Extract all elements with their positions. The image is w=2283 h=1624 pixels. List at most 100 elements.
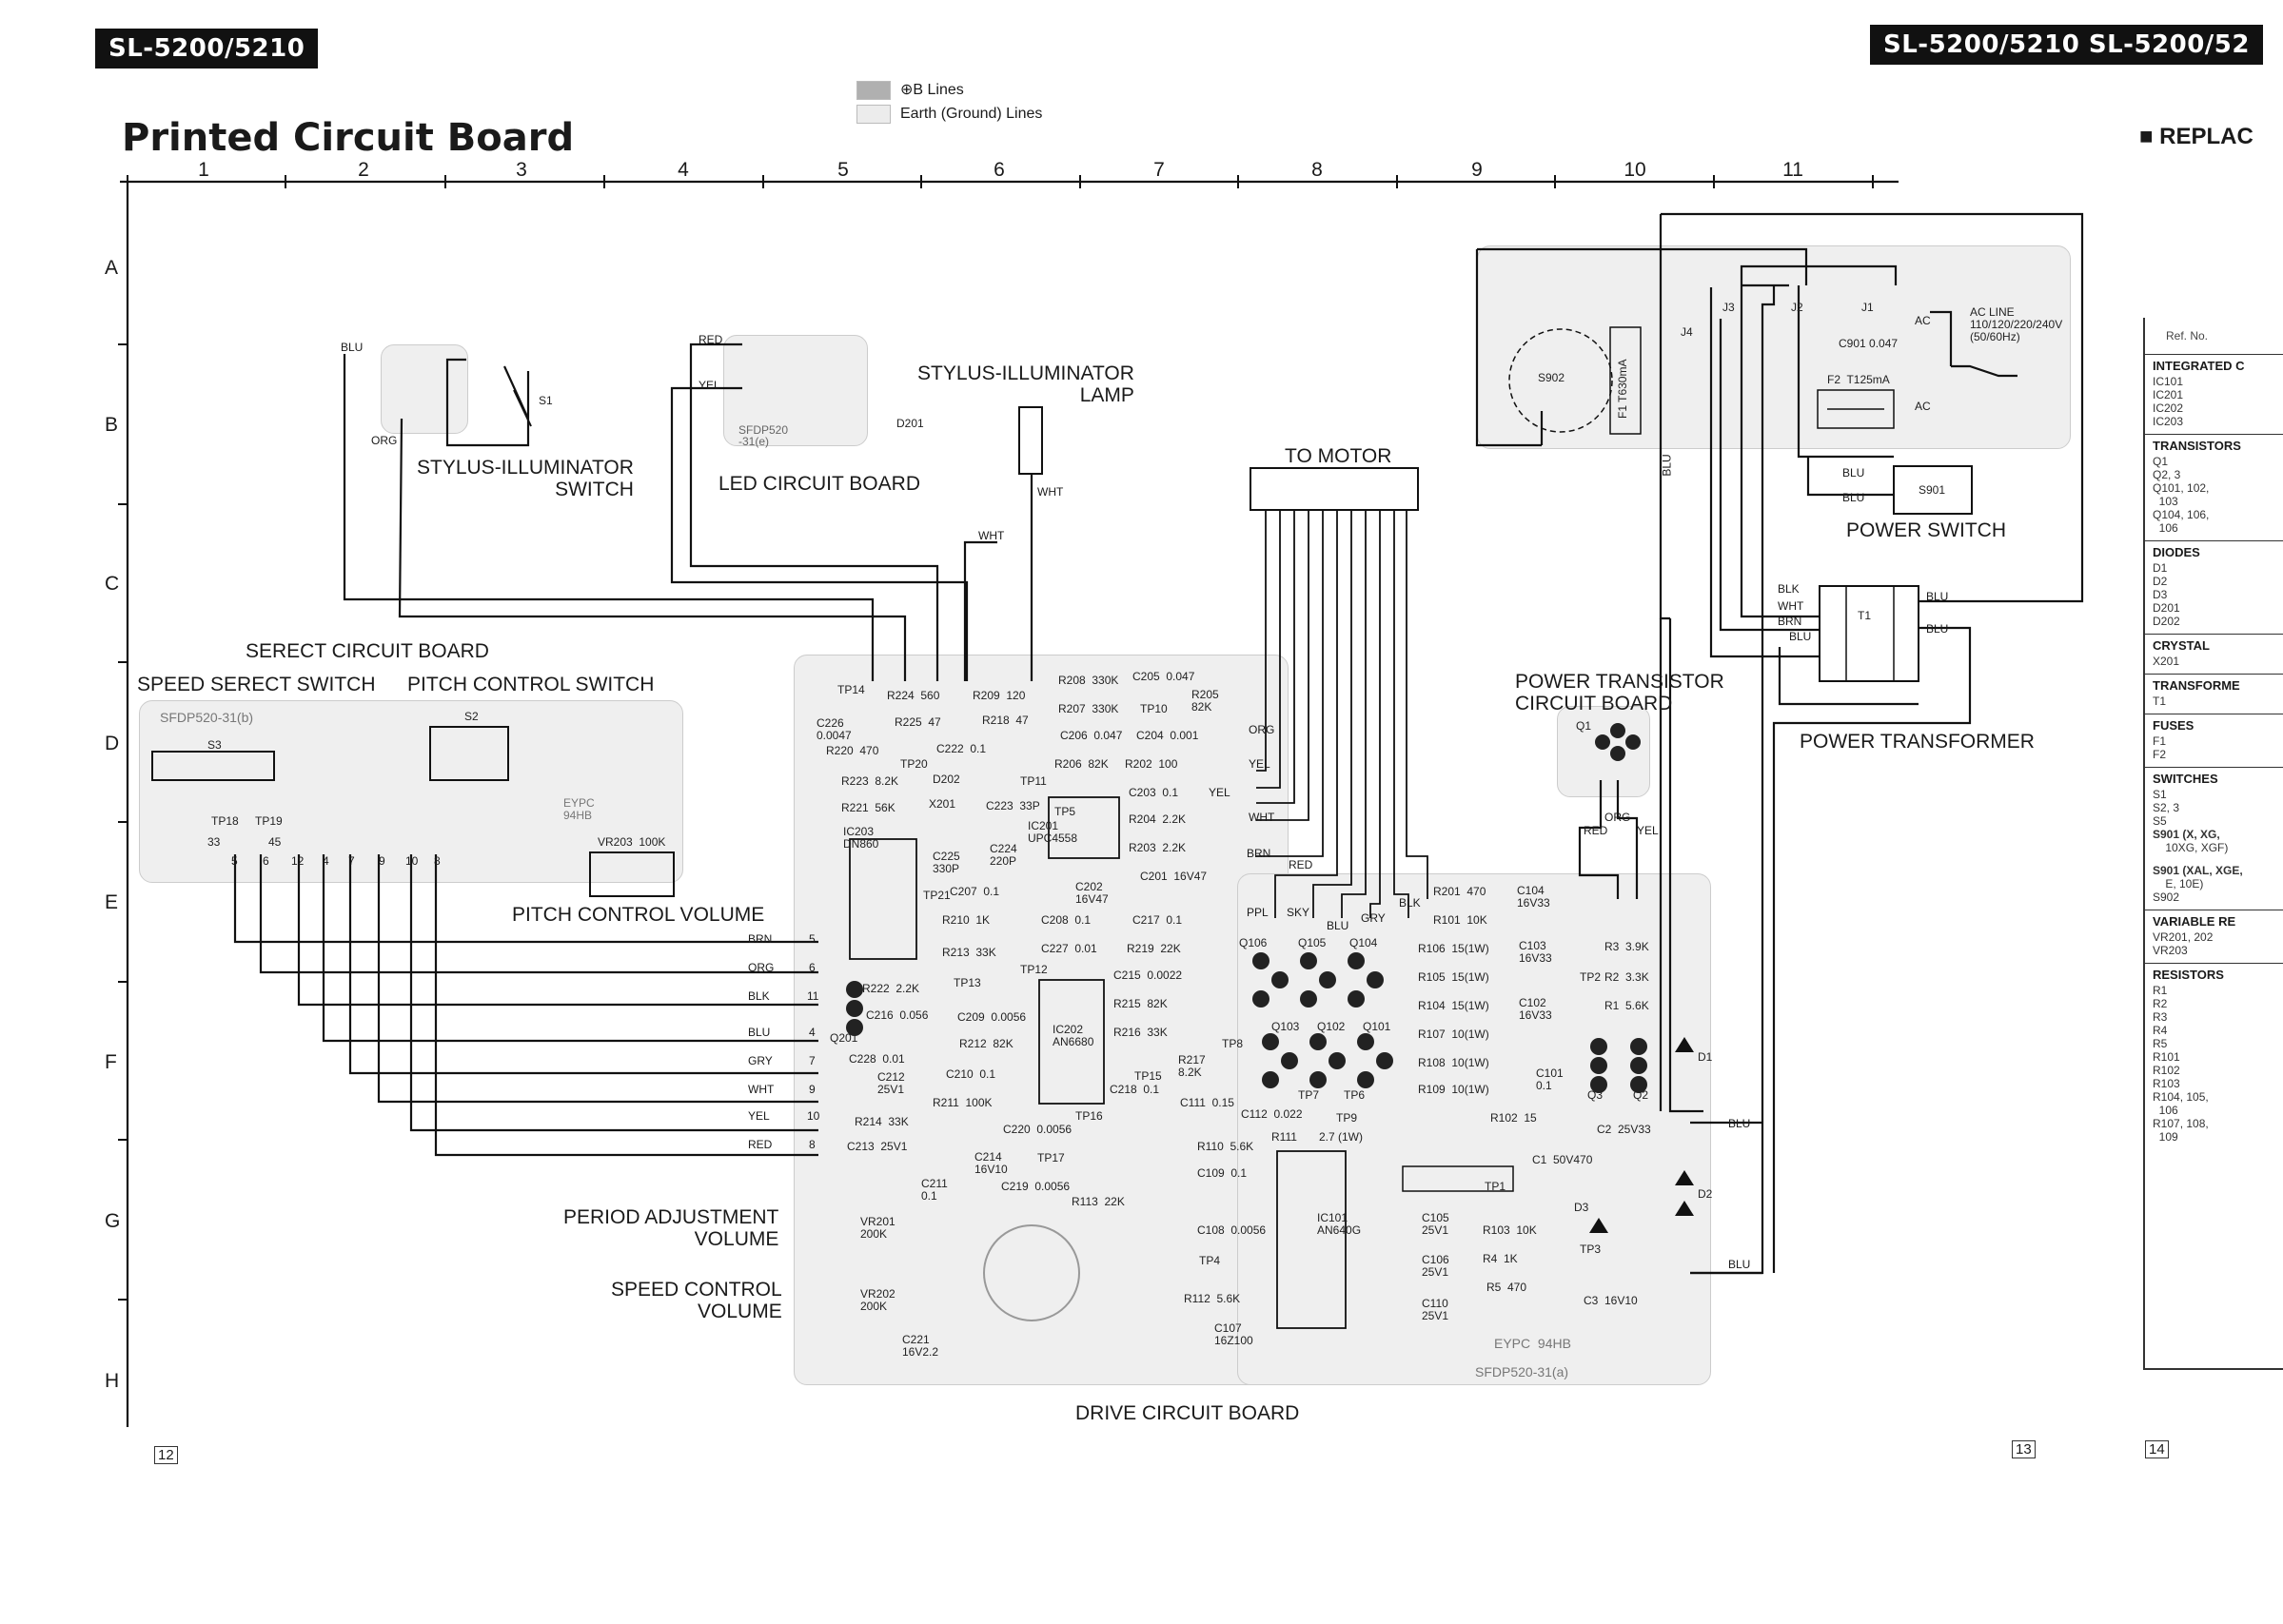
comp-c110: C110 25V1 (1422, 1297, 1449, 1322)
label-pitch-control-switch: PITCH CONTROL SWITCH (407, 674, 655, 695)
label-power-transistor-board-text: POWER TRANSISTOR CIRCUIT BOARD (1515, 671, 1724, 715)
legend-earth-lines: Earth (Ground) Lines (856, 102, 1042, 126)
power-wire-blu-5: BLU (1926, 622, 1949, 636)
label-speed-serect-switch: SPEED SERECT SWITCH (137, 674, 376, 695)
comp-r225: R225 47 (895, 715, 941, 729)
power-wire-blu-vertical: BLU (1660, 454, 1674, 477)
page-number-left: 12 (154, 1446, 178, 1464)
silk-led-board: SFDP520 -31(e) (738, 423, 789, 448)
comp-ic202: IC202 AN6680 (1053, 1023, 1094, 1048)
comp-r222: R222 2.2K (862, 982, 920, 995)
power-switch-board (1477, 245, 2071, 449)
comp-c207: C207 0.1 (950, 885, 1000, 898)
parts-entry: F1 (2153, 734, 2167, 748)
comp-c215: C215 0.0022 (1113, 969, 1183, 982)
comp-r108: R108 10(1W) (1418, 1056, 1489, 1069)
motor-wire-yel-2: YEL (1209, 786, 1230, 799)
comp-tp1: TP1 (1485, 1180, 1506, 1193)
comp-j3: J3 (1722, 301, 1735, 314)
comp-c2: C2 25V33 (1597, 1123, 1651, 1136)
comp-tp12: TP12 (1020, 963, 1048, 976)
parts-cat-title: RESISTORS (2145, 963, 2283, 984)
parts-entry: 106 (2153, 521, 2178, 535)
page-number-right: 14 (2145, 1440, 2169, 1458)
col-label-7: 7 (1153, 159, 1165, 181)
comp-tp8: TP8 (1222, 1037, 1244, 1050)
parts-entry: D3 (2153, 588, 2168, 601)
comp-f1: F1 T630mA (1616, 359, 1629, 419)
comp-q201: Q201 (830, 1031, 858, 1045)
parts-cat-crystal: CRYSTAL X201 (2145, 634, 2283, 668)
parts-list-table: Ref. No. INTEGRATED C IC101 IC201 IC202 … (2143, 318, 2283, 1370)
comp-tp2: TP2 (1580, 970, 1602, 984)
col-label-9: 9 (1471, 159, 1483, 181)
col-label-6: 6 (994, 159, 1005, 181)
parts-cat-title: VARIABLE RE (2145, 910, 2283, 930)
comp-r104: R104 15(1W) (1418, 999, 1489, 1012)
comp-c204: C204 0.001 (1136, 729, 1199, 742)
wire-pin-6: 6 (809, 961, 816, 974)
power-wire-brn: BRN (1778, 615, 1802, 628)
ac-terminal-1: AC (1915, 314, 1931, 327)
comp-c213: C213 25V1 (847, 1140, 908, 1153)
comp-c220: C220 0.0056 (1003, 1123, 1073, 1136)
comp-c901: C901 0.047 (1839, 337, 1899, 350)
parts-cat-resistors: RESISTORS R1 R2 R3 R4 R5 R101 R102 R103 … (2145, 963, 2283, 1144)
comp-c3: C3 16V10 (1584, 1294, 1638, 1307)
comp-c205: C205 0.047 (1132, 670, 1195, 683)
row-label-g: G (105, 1210, 121, 1232)
page-number-middle: 13 (2012, 1440, 2036, 1458)
comp-c112: C112 0.022 (1241, 1107, 1303, 1121)
parts-entry: Q2, 3 (2153, 468, 2181, 481)
comp-c224: C224 220P (990, 842, 1017, 868)
parts-entry: R103 (2153, 1077, 2180, 1090)
comp-q106: Q106 (1239, 936, 1268, 949)
motor-wire-ppl: PPL (1247, 906, 1269, 919)
motor-wire-wht: WHT (1249, 811, 1275, 824)
row-label-a: A (105, 257, 119, 279)
comp-q2: Q2 (1633, 1088, 1649, 1102)
comp-s902: S902 (1538, 371, 1565, 384)
comp-tp15: TP15 (1134, 1069, 1162, 1083)
comp-c1: C1 50V470 (1532, 1153, 1593, 1166)
comp-d1: D1 (1698, 1050, 1713, 1064)
comp-r201: R201 470 (1433, 885, 1486, 898)
silk-drive-board: SFDP520-31(a) (1475, 1364, 1569, 1379)
comp-r224: R224 560 (887, 689, 940, 702)
comp-c222: C222 0.1 (936, 742, 987, 755)
legend-earth-lines-label: Earth (Ground) Lines (900, 106, 1043, 122)
replacement-parts-heading: ■ REPLAC (2139, 124, 2253, 149)
parts-entry: VR201, 202 (2153, 930, 2214, 944)
comp-c219: C219 0.0056 (1001, 1180, 1071, 1193)
comp-x201: X201 (929, 797, 956, 811)
parts-entry: R104, 105, (2153, 1090, 2209, 1104)
row-label-f: F (105, 1051, 117, 1073)
label-speed-control-volume: SPEED CONTROL VOLUME (611, 1279, 782, 1322)
silk-selector-board: SFDP520-31(b) (160, 710, 254, 725)
comp-f2: F2 T125mA (1827, 373, 1890, 386)
comp-c103: C103 16V33 (1519, 939, 1552, 965)
wire-label-blk: BLK (748, 989, 770, 1003)
comp-r103: R103 10K (1483, 1223, 1537, 1237)
legend: ⊕B Lines Earth (Ground) Lines (856, 78, 1042, 126)
comp-r212: R212 82K (959, 1037, 1014, 1050)
comp-tp20: TP20 (900, 757, 928, 771)
comp-j1: J1 (1861, 301, 1874, 314)
comp-vr203: VR203 100K (598, 835, 666, 849)
motor-wire-blk: BLK (1399, 896, 1421, 910)
comp-s901: S901 (1919, 483, 1946, 497)
parts-entry: S1 (2153, 788, 2167, 801)
comp-q1: Q1 (1576, 719, 1592, 733)
motor-wire-blu: BLU (1327, 919, 1349, 932)
parts-cat-title: DIODES (2145, 540, 2283, 561)
label-serect-circuit-board: SERECT CIRCUIT BOARD (246, 640, 489, 662)
comp-r216: R216 33K (1113, 1026, 1168, 1039)
comp-d3: D3 (1574, 1201, 1589, 1214)
wire-pin-10: 10 (807, 1109, 820, 1123)
parts-entry: Q1 (2153, 455, 2169, 468)
sel-pin-8: 8 (434, 854, 441, 868)
comp-c218: C218 0.1 (1110, 1083, 1160, 1096)
parts-entry: R1 (2153, 984, 2168, 997)
comp-r4: R4 1K (1483, 1252, 1518, 1265)
comp-r3: R3 3.9K (1604, 940, 1649, 953)
